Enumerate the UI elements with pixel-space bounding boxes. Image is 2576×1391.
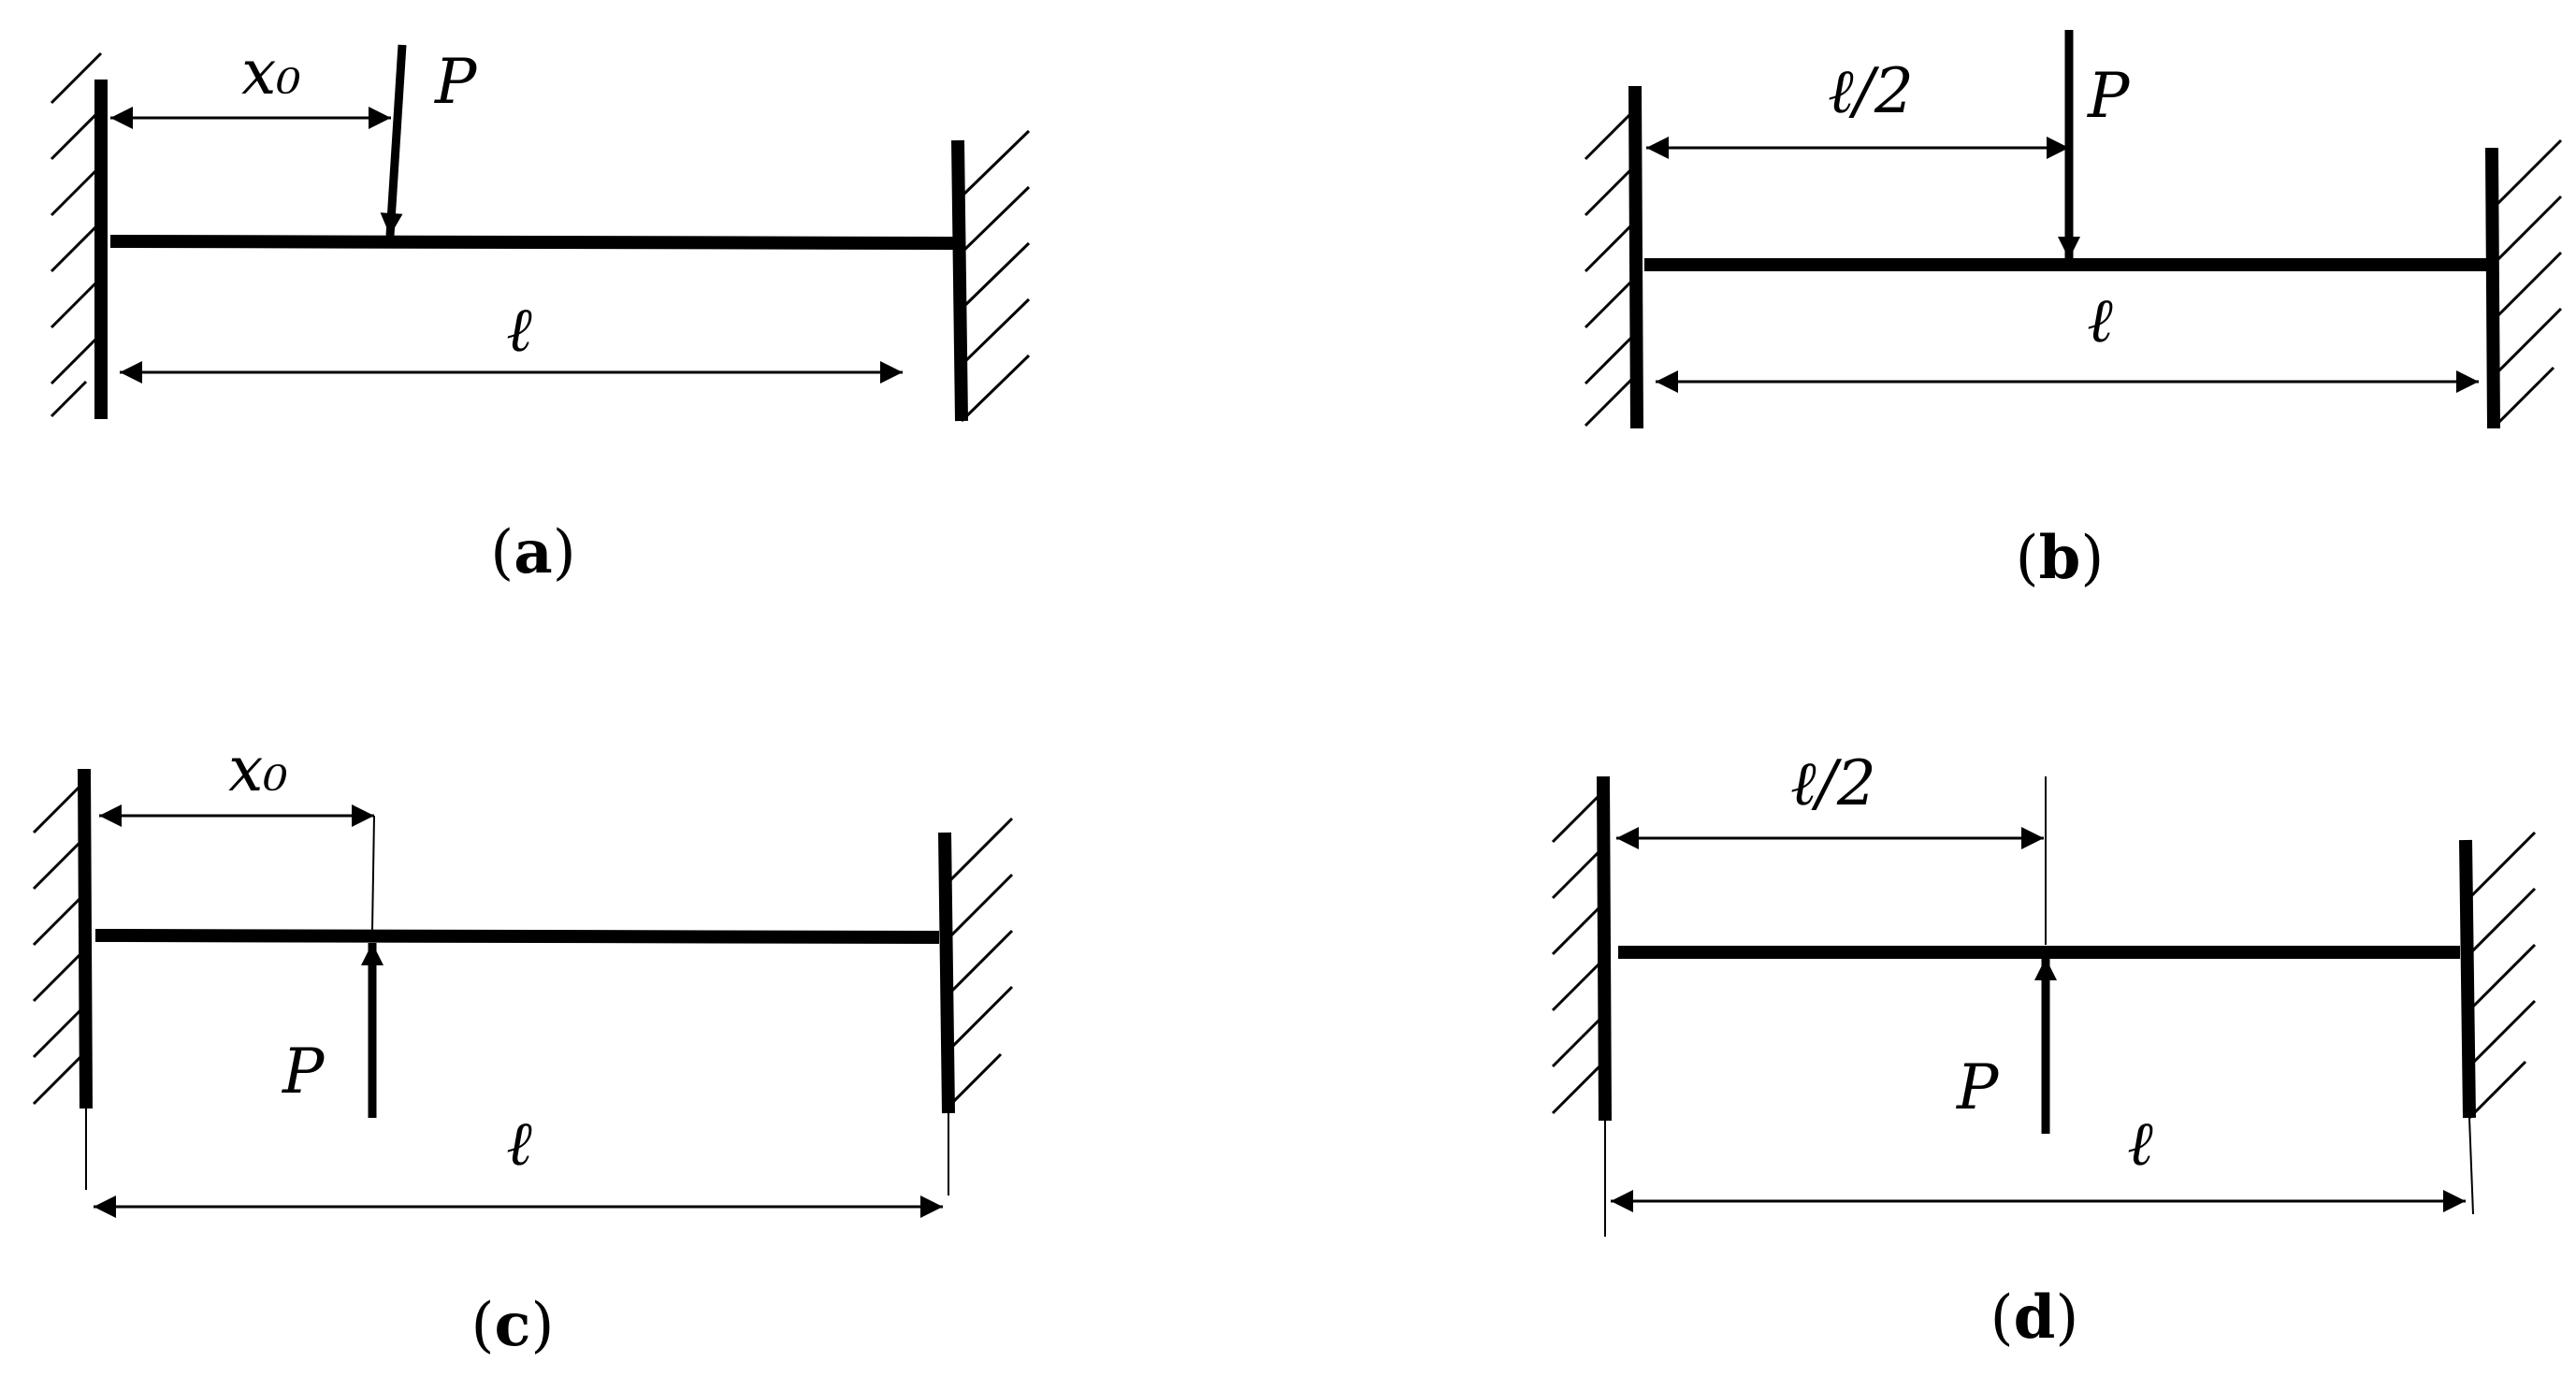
panel-d: P ℓ/2 ℓ (d) [1551, 747, 2537, 1353]
caption-d: (d) [1990, 1282, 2079, 1353]
position-label: ℓ/2 [1828, 55, 1914, 127]
caption-c: (c) [471, 1290, 555, 1360]
span-label: ℓ [506, 294, 532, 366]
load-arrow [380, 44, 407, 237]
caption-a: (a) [490, 517, 575, 587]
load-label: P [282, 1036, 326, 1108]
left-wall-hatch [1551, 790, 1605, 1115]
right-support [2459, 839, 2476, 1119]
beam [109, 235, 955, 250]
right-wall-hatch [945, 817, 1014, 1110]
position-label: x₀ [241, 36, 301, 109]
right-wall-hatch [960, 129, 1031, 423]
load-extension [371, 815, 375, 932]
beam [94, 929, 940, 944]
left-wall-hatch [50, 51, 103, 418]
load-label: P [434, 46, 478, 118]
span-label: ℓ [2087, 284, 2113, 356]
right-support [2485, 147, 2500, 429]
load-label: P [2087, 60, 2131, 132]
span-label: ℓ [2127, 1108, 2153, 1180]
panel-b: P ℓ/2 ℓ (b) [1584, 30, 2563, 593]
caption-b: (b) [2016, 523, 2105, 593]
load-label: P [1956, 1051, 2000, 1123]
right-wall-hatch [2467, 831, 2537, 1120]
left-support [78, 768, 93, 1109]
left-support [1597, 775, 1612, 1122]
left-wall-hatch [32, 780, 86, 1106]
right-wall-hatch [2494, 138, 2563, 427]
right-support [938, 832, 955, 1114]
left-support [1628, 85, 1643, 429]
span-label: ℓ [506, 1108, 532, 1180]
panel-c: P x₀ ℓ (c) [32, 733, 1014, 1360]
position-label: ℓ/2 [1790, 747, 1876, 819]
right-support [951, 139, 968, 422]
right-extension [2468, 1117, 2474, 1215]
position-label: x₀ [228, 733, 288, 805]
left-wall-hatch [1584, 108, 1637, 427]
panel-a: P x₀ ℓ (a) [50, 36, 1031, 587]
